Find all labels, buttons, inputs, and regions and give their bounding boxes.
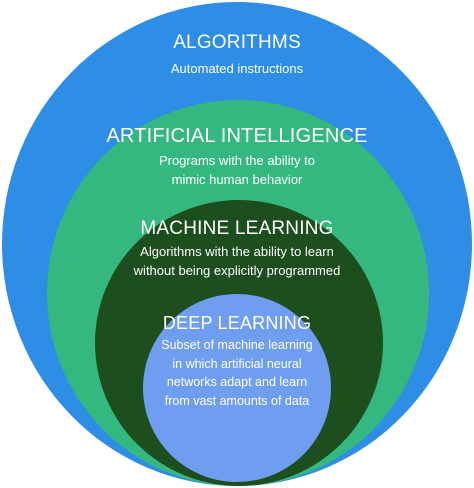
deep-learning-circle: [143, 294, 331, 482]
deep-learning-description-line: Subset of machine learning: [161, 338, 313, 352]
artificial-intelligence-description-line: Programs with the ability to: [158, 153, 316, 168]
deep-learning-description-line: in which artificial neural: [172, 356, 302, 371]
artificial-intelligence-description-line: mimic human behavior: [171, 172, 303, 187]
artificial-intelligence-description: Programs with the ability to mimic human…: [0, 151, 474, 189]
machine-learning-description: Algorithms with the ability to learn wit…: [0, 242, 474, 280]
machine-learning-description-line: Algorithms with the ability to learn: [140, 244, 334, 259]
algorithms-description: Automated instructions: [0, 59, 474, 78]
deep-learning-title: DEEP LEARNING: [162, 313, 312, 333]
machine-learning-description-line: without being explicitly programmed: [133, 263, 341, 278]
artificial-intelligence-title: ARTIFICIAL INTELLIGENCE: [106, 125, 368, 147]
algorithms-description-line: Automated instructions: [170, 61, 304, 76]
deep-learning-description: Subset of machine learning in which arti…: [0, 336, 474, 410]
machine-learning-title: MACHINE LEARNING: [140, 218, 334, 239]
algorithms-title: ALGORITHMS: [173, 32, 301, 53]
deep-learning-description-line: networks adapt and learn: [166, 375, 308, 389]
deep-learning-description-line: from vast amounts of data: [164, 393, 310, 408]
